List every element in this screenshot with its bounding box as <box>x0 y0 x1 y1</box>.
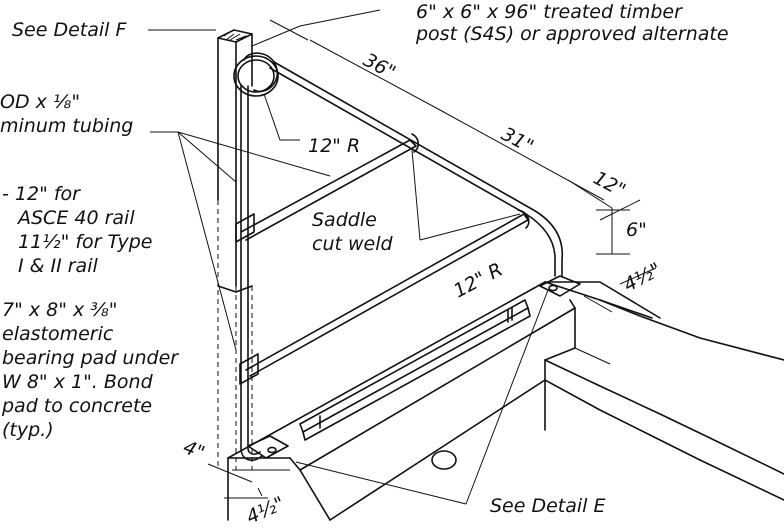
label-height-line4: I & II rail <box>18 255 98 277</box>
annotations: See Detail F 6" x 6" x 96" treated timbe… <box>0 1 729 517</box>
base-plates <box>247 275 581 459</box>
dim-4half-right: 4½" <box>620 259 665 297</box>
label-weld-line2: cut weld <box>312 233 393 255</box>
label-tubing-line1: OD x ⅛" <box>0 91 80 113</box>
label-post-line1: 6" x 6" x 96" treated timber <box>416 1 683 23</box>
label-radius-lower: 12" R <box>450 258 506 302</box>
label-pad-line4: W 8" x 1". Bond <box>2 371 154 393</box>
dimension-values: 36" 31" 12" 6" 4½" 4" 4½" <box>180 49 665 529</box>
tubing-rail <box>233 52 564 461</box>
timber-post <box>217 29 253 470</box>
label-detail-e: See Detail E <box>490 495 606 517</box>
label-pad-line5: pad to concrete <box>1 395 152 417</box>
label-height-line2: ASCE 40 rail <box>16 207 135 229</box>
dim-36: 36" <box>360 49 399 84</box>
label-height-line3: 11½" for Type <box>18 231 152 253</box>
label-post-line2: post (S4S) or approved alternate <box>415 23 729 45</box>
label-pad-line3: bearing pad under <box>2 347 179 369</box>
label-pad-line6: (typ.) <box>2 419 54 441</box>
dim-31: 31" <box>498 123 537 158</box>
drain-hole <box>431 450 457 470</box>
label-weld-line1: Saddle <box>312 209 377 231</box>
label-tubing-line2: minum tubing <box>0 115 133 137</box>
dimension-lines <box>148 9 657 505</box>
dim-6: 6" <box>626 219 647 241</box>
label-pad-line1: 7" x 8" x ⅜" <box>2 299 117 321</box>
label-pad-line2: elastomeric <box>2 323 114 345</box>
label-detail-f: See Detail F <box>12 19 127 41</box>
label-radius-upper: 12" R <box>308 135 360 157</box>
concrete-structure <box>227 281 784 521</box>
label-height-line1: - 12" for <box>2 183 81 205</box>
dim-12: 12" <box>590 167 629 202</box>
dim-4: 4" <box>180 436 208 464</box>
bearing-strip <box>299 299 531 441</box>
